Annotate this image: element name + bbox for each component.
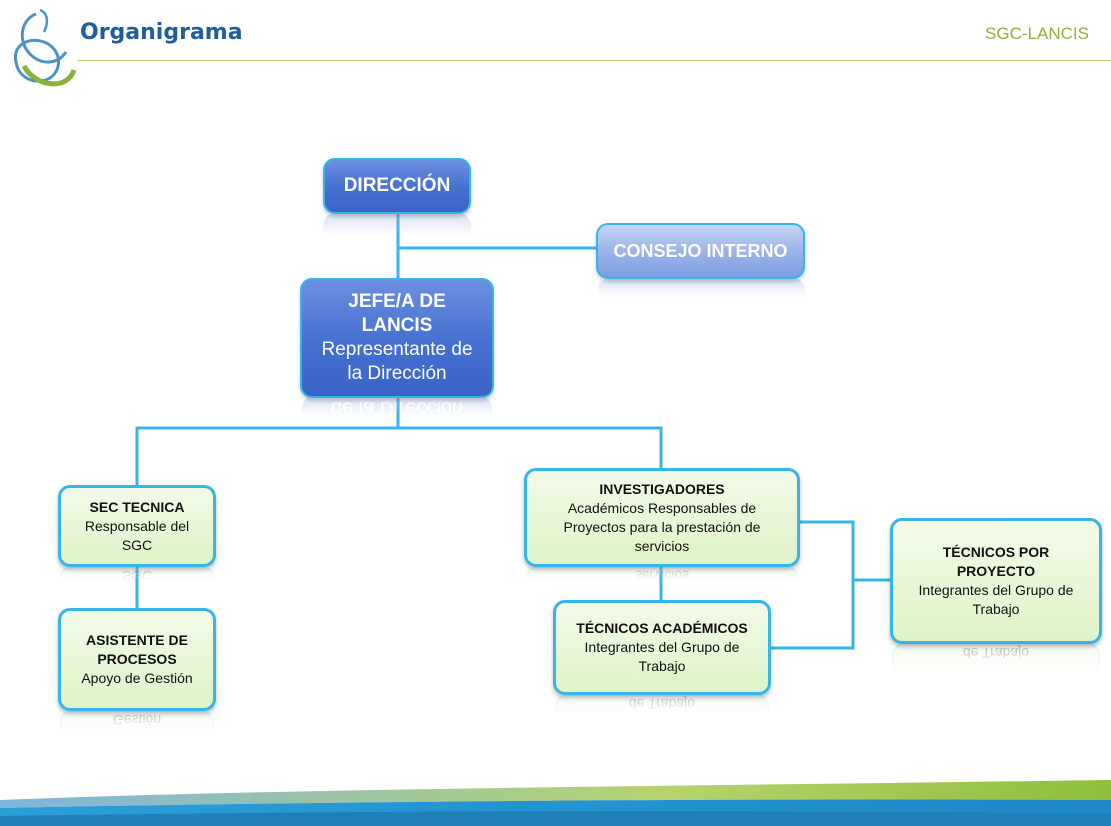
asistente-procesos-box: ASISTENTE DE PROCESOS Apoyo de Gestión <box>58 608 216 711</box>
jefe-lancis-box: JEFE/A DE LANCIS Representante de la Dir… <box>300 278 494 398</box>
investigadores-box: INVESTIGADORES Académicos Responsables d… <box>524 468 800 567</box>
sec-tecnica-reflection-text: SGC <box>121 568 153 584</box>
tecnicos-proyecto-title: TÉCNICOS POR PROYECTO <box>942 544 1050 579</box>
page-title: Organigrama <box>80 20 243 45</box>
investigadores-subtitle: Académicos Responsables de Proyectos par… <box>563 499 761 554</box>
direccion-box: DIRECCIÓN <box>323 158 471 214</box>
sec-tecnica-title: SEC TECNICA <box>89 498 185 515</box>
direccion-title: DIRECCIÓN <box>343 175 451 196</box>
asistente-procesos-title: ASISTENTE DE PROCESOS <box>86 632 188 667</box>
jefe-lancis-subtitle: Representante de la Dirección <box>321 339 473 384</box>
tecnicos-academicos-reflection-text: de Trabajo <box>628 696 696 712</box>
tecnicos-proyecto-subtitle: Integrantes del Grupo de Trabajo <box>918 582 1074 617</box>
tecnicos-academicos-box: TÉCNICOS ACADÉMICOS Integrantes del Grup… <box>553 600 771 695</box>
direccion-reflection <box>323 213 471 245</box>
consejo-interno-title: CONSEJO INTERNO <box>613 240 788 261</box>
tecnicos-proyecto-box: TÉCNICOS POR PROYECTO Integrantes del Gr… <box>890 518 1102 644</box>
investigadores-reflection-text: servicios <box>634 568 690 584</box>
investigadores-reflection: servicios <box>526 566 798 588</box>
asistente-reflection: Gestión <box>60 710 214 742</box>
asistente-procesos-subtitle: Apoyo de Gestión <box>81 670 193 686</box>
jefe-lancis-title: JEFE/A DE LANCIS <box>348 291 446 336</box>
investigadores-title: INVESTIGADORES <box>599 480 725 497</box>
consejo-reflection <box>598 278 805 306</box>
jefe-reflection: de la Dirección <box>302 396 492 426</box>
document-code: SGC-LANCIS <box>985 24 1089 43</box>
logo-icon <box>6 6 77 92</box>
sec-tecnica-reflection: SGC <box>60 566 214 588</box>
asistente-reflection-text: Gestión <box>112 712 162 728</box>
tecnicos-proyecto-reflection: de Trabajo <box>892 643 1100 691</box>
header-divider <box>78 60 1111 61</box>
tecnicos-academicos-reflection: de Trabajo <box>555 694 769 724</box>
tecnicos-academicos-subtitle: Integrantes del Grupo de Trabajo <box>584 639 740 674</box>
jefe-reflection-text: de la Dirección <box>330 397 464 419</box>
consejo-interno-box: CONSEJO INTERNO <box>596 223 805 279</box>
footer-wave <box>0 780 1111 826</box>
tecnicos-proyecto-reflection-text: de Trabajo <box>962 645 1030 661</box>
tecnicos-academicos-title: TÉCNICOS ACADÉMICOS <box>576 620 748 636</box>
sec-tecnica-box: SEC TECNICA Responsable del SGC <box>58 485 216 567</box>
sec-tecnica-subtitle: Responsable del SGC <box>84 517 190 553</box>
